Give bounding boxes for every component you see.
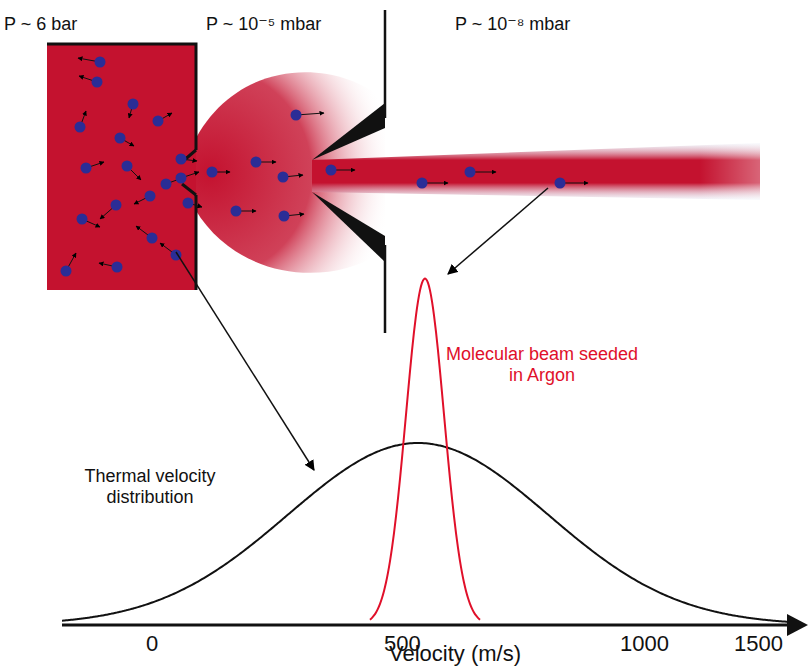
molecule bbox=[176, 154, 198, 165]
chamber-wall bbox=[47, 44, 196, 290]
molecule bbox=[183, 198, 203, 209]
leader-arrow bbox=[448, 188, 548, 274]
skimmer-cone bbox=[312, 103, 385, 160]
tick-label: 0 bbox=[146, 631, 158, 656]
molecule-dot bbox=[251, 157, 262, 168]
molecule-dot bbox=[278, 172, 289, 183]
molecule bbox=[278, 172, 304, 183]
molecule-dot bbox=[417, 178, 428, 189]
molecule bbox=[291, 110, 325, 121]
molecule-dot bbox=[115, 133, 126, 144]
molecule bbox=[61, 253, 77, 277]
molecule bbox=[134, 191, 156, 205]
molecule bbox=[122, 161, 142, 181]
tick-label: 1500 bbox=[734, 631, 783, 656]
molecule bbox=[100, 200, 122, 220]
molecule-dot bbox=[465, 167, 476, 178]
molecule-dot bbox=[122, 161, 133, 172]
molecule-dot bbox=[161, 179, 172, 190]
molecule bbox=[128, 99, 139, 119]
molecule-dot bbox=[153, 116, 164, 127]
molecule-dot bbox=[176, 154, 187, 165]
tick-label: 1000 bbox=[620, 631, 669, 656]
beam-curve bbox=[370, 279, 480, 620]
molecule bbox=[326, 165, 356, 176]
molecule bbox=[176, 172, 200, 184]
axis-arrowhead bbox=[787, 614, 808, 636]
molecule-dot bbox=[61, 266, 72, 277]
molecule bbox=[231, 206, 257, 217]
molecule-dot bbox=[207, 167, 218, 178]
molecule bbox=[77, 214, 101, 228]
molecule bbox=[75, 111, 87, 133]
molecule-dot bbox=[176, 173, 187, 184]
molecule bbox=[78, 57, 106, 68]
molecule-dot bbox=[555, 178, 566, 189]
molecule-dot bbox=[145, 191, 156, 202]
pressure-label: P ~ 6 bar bbox=[4, 14, 77, 35]
molecule bbox=[79, 76, 103, 88]
molecule-dot bbox=[112, 262, 123, 273]
molecule-dot bbox=[75, 122, 86, 133]
molecule-dot bbox=[77, 214, 88, 225]
curve-label: Thermal velocity distribution bbox=[75, 466, 225, 507]
molecule bbox=[81, 162, 105, 174]
molecule-dot bbox=[326, 165, 337, 176]
axis-title: Velocity (m/s) bbox=[389, 641, 521, 666]
molecule bbox=[153, 113, 173, 127]
molecule-dot bbox=[92, 77, 103, 88]
molecule bbox=[465, 167, 497, 178]
beam-fade bbox=[700, 143, 760, 200]
molecule-dot bbox=[81, 163, 92, 174]
molecule-dot bbox=[231, 206, 242, 217]
molecule bbox=[207, 167, 231, 178]
molecule-dot bbox=[279, 211, 290, 222]
molecule-dot bbox=[291, 110, 302, 121]
curve-label: Molecular beam seeded in Argon bbox=[442, 344, 642, 385]
molecule bbox=[136, 226, 158, 244]
leader-arrow bbox=[176, 252, 314, 470]
molecule bbox=[279, 211, 305, 222]
molecule bbox=[251, 157, 277, 168]
molecule-dot bbox=[147, 233, 158, 244]
molecule-dot bbox=[111, 200, 122, 211]
pressure-label: P ~ 10⁻⁵ mbar bbox=[206, 14, 321, 35]
velocity-axis bbox=[62, 624, 790, 627]
molecule-dot bbox=[128, 99, 139, 110]
molecule-dot bbox=[183, 198, 194, 209]
molecule-dot bbox=[95, 57, 106, 68]
skimmer-cone bbox=[312, 192, 385, 262]
pressure-label: P ~ 10⁻⁸ mbar bbox=[455, 14, 570, 35]
molecule bbox=[417, 178, 449, 189]
skimmer-wall bbox=[384, 10, 387, 333]
molecule bbox=[99, 262, 123, 273]
molecule bbox=[160, 243, 182, 261]
source-chamber bbox=[47, 44, 196, 290]
molecular-beam bbox=[312, 143, 760, 200]
thermal-curve bbox=[62, 443, 790, 622]
molecule bbox=[555, 178, 589, 189]
molecule bbox=[115, 133, 135, 147]
